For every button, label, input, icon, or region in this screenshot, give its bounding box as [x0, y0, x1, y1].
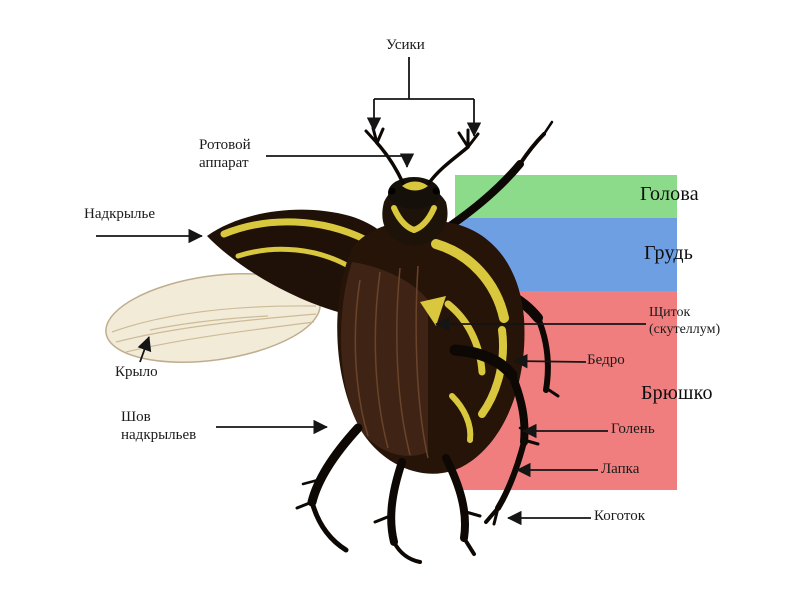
label-wing: Крыло: [115, 364, 158, 380]
label-mouthparts: Ротовой аппарат: [199, 137, 251, 171]
beetle-head-icon: [382, 177, 448, 246]
label-tarsus: Лапка: [601, 461, 640, 477]
region-label-head: Голова: [640, 183, 699, 205]
mouthparts-arrow: [266, 153, 415, 168]
wing-arrow: [137, 336, 152, 363]
beetle-raised-elytron-icon: [207, 209, 404, 317]
beetle-wing-icon: [105, 273, 371, 363]
label-femur: Бедро: [587, 352, 625, 368]
label-scutellum: Щиток (скутеллум): [649, 305, 721, 337]
label-claw: Коготок: [594, 508, 645, 524]
beetle-scutellum-icon: [420, 296, 446, 326]
label-tibia: Голень: [611, 421, 655, 437]
label-elytron: Надкрылье: [84, 206, 155, 222]
label-antennae: Усики: [386, 37, 425, 53]
label-elytra-suture: Шов надкрыльев: [121, 409, 197, 443]
region-label-thorax: Грудь: [644, 242, 694, 264]
region-label-abdomen: Брюшко: [641, 382, 713, 404]
